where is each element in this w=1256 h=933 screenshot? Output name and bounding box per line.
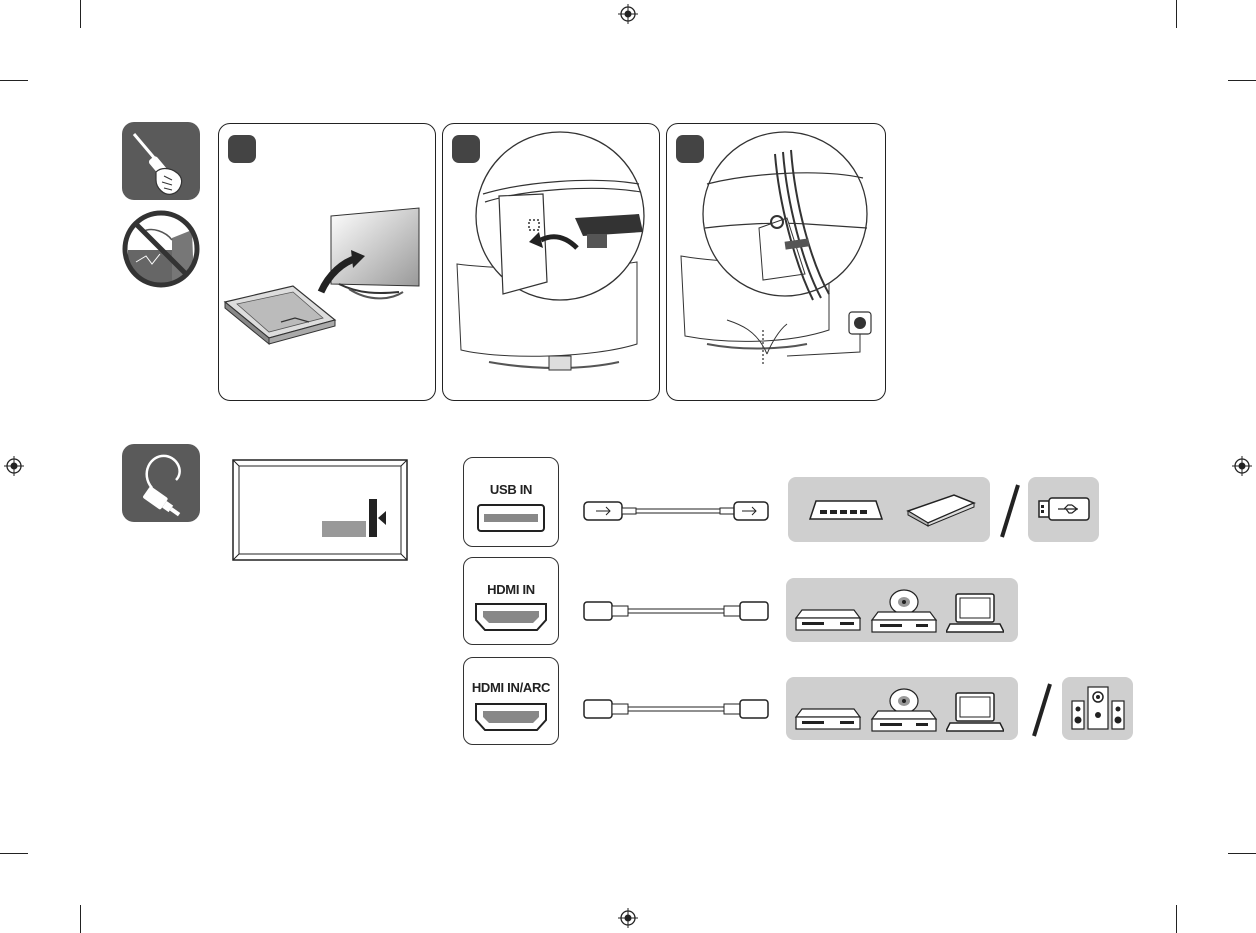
step-2-panel — [442, 123, 660, 401]
hdmi-port-icon — [475, 602, 547, 632]
port-card-hdmi-in: HDMI IN — [463, 557, 559, 645]
cable-management-illustration — [667, 124, 885, 400]
hdmi-devices-group — [786, 578, 1018, 642]
tv-stand-attach-illustration — [219, 124, 435, 400]
port-label-usb-in: USB IN — [464, 482, 558, 497]
hdmi-cable-icon — [582, 598, 772, 624]
cable-plug-icon — [122, 444, 200, 522]
crop-mark-tr-h — [1228, 80, 1256, 81]
port-label-hdmi-in: HDMI IN — [464, 582, 558, 597]
crop-mark-tr-v — [1176, 0, 1177, 28]
registration-mark-left-icon — [4, 456, 24, 476]
crop-mark-br-h — [1228, 853, 1256, 854]
registration-mark-right-icon — [1232, 456, 1252, 476]
registration-mark-bottom-icon — [618, 908, 638, 928]
crop-mark-tl-v — [80, 0, 81, 28]
usb-cable-icon — [582, 496, 772, 526]
bluray-player-icon — [794, 602, 862, 632]
hdmi-arc-cable-icon — [582, 696, 772, 722]
speaker-system-icon — [1070, 685, 1126, 733]
crop-mark-tl-h — [0, 80, 28, 81]
dvd-player-icon — [870, 685, 938, 733]
tv-back-diagram — [232, 459, 408, 561]
crop-mark-bl-v — [80, 905, 81, 933]
crop-mark-bl-h — [0, 853, 28, 854]
step-3-panel — [666, 123, 886, 401]
dvd-player-icon — [870, 586, 938, 634]
usb-stick-icon — [1038, 497, 1090, 521]
speaker-system-group — [1062, 677, 1133, 740]
no-screen-touch-icon — [122, 210, 200, 288]
usb-stick-group — [1028, 477, 1099, 542]
usb-port-icon — [477, 504, 545, 532]
port-card-hdmi-in-arc: HDMI IN/ARC — [463, 657, 559, 745]
crop-mark-br-v — [1176, 905, 1177, 933]
hdmi-arc-port-icon — [475, 702, 547, 732]
port-label-hdmi-in-arc: HDMI IN/ARC — [464, 680, 558, 695]
hdmi-arc-devices-group — [786, 677, 1018, 740]
stand-clip-illustration — [443, 124, 659, 400]
usb-devices-group — [788, 477, 990, 542]
registration-mark-top-icon — [618, 4, 638, 24]
step-1-panel — [218, 123, 436, 401]
screwdriver-hand-icon — [122, 122, 200, 200]
laptop-icon — [946, 592, 1004, 634]
laptop-icon — [946, 691, 1004, 733]
separator-slash-usb — [998, 483, 1022, 539]
port-card-usb-in: USB IN — [463, 457, 559, 547]
external-hdd-icon — [904, 493, 976, 527]
separator-slash-arc — [1030, 682, 1054, 738]
bluray-player-icon — [794, 701, 862, 731]
usb-hub-icon — [808, 497, 884, 523]
